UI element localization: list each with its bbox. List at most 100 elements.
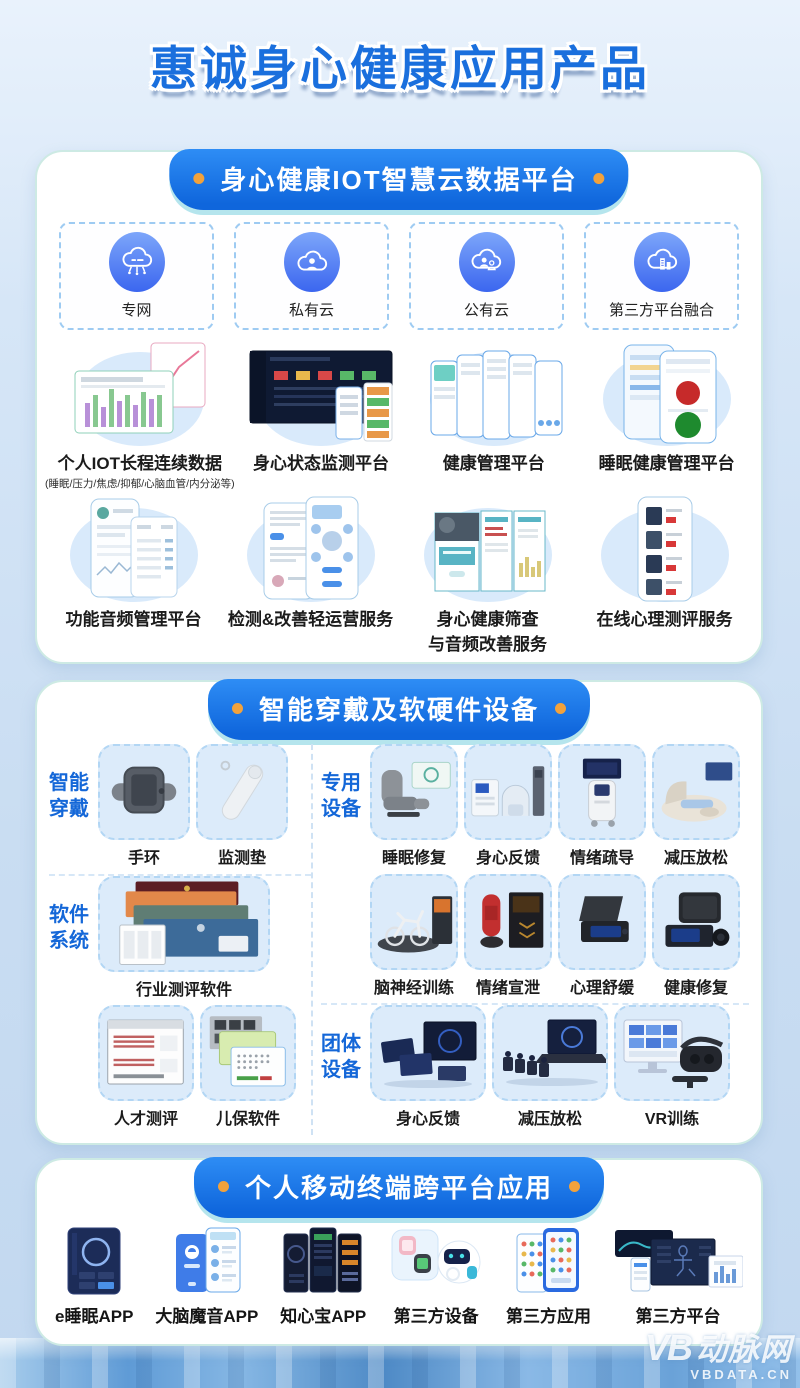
- third-party-device-thumbnail: [391, 1229, 481, 1284]
- product-online-test: 在线心理测评服务: [576, 492, 753, 656]
- psych-soothe-thumbnail: [558, 873, 646, 970]
- panel-mobile-apps: 个人移动终端跨平台应用 e睡眠APP 大脑魔音APP 知心宝APP 第三方设备: [35, 1157, 763, 1346]
- device-sleep-repair: 睡眠修复: [370, 744, 458, 868]
- device-label: 脑神经训练: [373, 979, 454, 997]
- brain-training-thumbnail: [370, 873, 458, 970]
- banner-dot-icon: [193, 173, 205, 184]
- device-emotion-guide: 情绪疏导: [558, 744, 646, 868]
- product-audio-mgmt: 功能音频管理平台: [45, 492, 222, 656]
- app-esleep: e睡眠APP: [55, 1224, 133, 1327]
- special-group-label: 专用设备: [321, 772, 361, 820]
- third-party-platform-thumbnail: [614, 1230, 743, 1292]
- health-mgmt-thumbnail: [430, 350, 563, 440]
- device-industry-software: 行业测评软件: [98, 875, 270, 1000]
- device-label: 情绪宣泄: [475, 979, 540, 997]
- app-label: 知心宝APP: [280, 1307, 367, 1326]
- product-monitor-platform: 身心状态监测平台: [235, 336, 408, 491]
- app-brain-sound: 大脑魔音APP: [155, 1224, 258, 1327]
- special-devices-row-2: 脑神经训练 情绪宣泄 心理舒缓: [321, 873, 749, 1006]
- screening-thumbnail: [434, 510, 545, 592]
- sleep-health-thumbnail: [623, 344, 717, 444]
- software-group-label: 软件系统: [49, 903, 89, 952]
- product-label: 健康管理平台: [442, 454, 545, 473]
- cloud-card-private-cloud: 私有云: [234, 222, 389, 330]
- monitor-platform-thumbnail: [249, 350, 393, 442]
- panel-cloud-platform: 身心健康IOT智慧云数据平台 专网 私有云 公有云: [35, 149, 763, 664]
- app-label: e睡眠APP: [55, 1307, 134, 1326]
- vb-logo: VB: [644, 1327, 693, 1368]
- app-third-platform: 第三方平台: [613, 1224, 743, 1327]
- vbdata-watermark: VB 动脉网 VBDATA.CN: [645, 1324, 792, 1382]
- group-feedback-thumbnail: [370, 1005, 486, 1102]
- devices-body: 智能穿戴 手环 监测垫: [49, 744, 749, 1135]
- banner-dot-icon: [217, 1181, 229, 1192]
- device-label: 行业测评软件: [135, 981, 232, 999]
- software-row-2: 人才测评 儿保软件: [49, 1005, 311, 1135]
- device-label: 减压放松: [663, 850, 728, 867]
- device-decompress-relax: 减压放松: [652, 744, 740, 868]
- product-label-line2: 与音频改善服务: [428, 635, 547, 655]
- cloud-label: 公有云: [463, 302, 509, 319]
- zhixinbao-app-thumbnail: [283, 1227, 362, 1293]
- cloud-row: 专网 私有云 公有云 第三方平台融合: [59, 222, 739, 330]
- group-group-label: 团体设备: [321, 1033, 361, 1082]
- esleep-app-thumbnail: [67, 1227, 121, 1295]
- device-brain-training: 脑神经训练: [370, 873, 458, 998]
- product-label: 睡眠健康管理平台: [598, 454, 735, 473]
- device-label: 健康修复: [663, 979, 728, 997]
- device-label: 人才测评: [113, 1111, 178, 1129]
- device-label: 身心反馈: [475, 850, 540, 867]
- private-network-cloud-icon: [108, 232, 165, 292]
- banner-dot-icon: [569, 1181, 581, 1192]
- product-screening: 身心健康筛查 与音频改善服务: [399, 492, 576, 656]
- app-zhixinbao: 知心宝APP: [280, 1224, 366, 1327]
- industry-software-thumbnail: [98, 875, 270, 972]
- product-sleep-health: 睡眠健康管理平台: [580, 336, 753, 491]
- device-label: 情绪疏导: [569, 850, 634, 867]
- city-skyline-strip: [0, 1338, 800, 1388]
- device-label: 手环: [127, 850, 160, 867]
- decompress-relax-thumbnail: [652, 744, 740, 840]
- wearable-group-label: 智能穿戴: [49, 772, 89, 820]
- product-health-mgmt: 健康管理平台: [407, 336, 580, 491]
- platform-row-2: 功能音频管理平台 检测&改善轻运营服务 身心健康筛查 与音频改善服务 在线心理: [45, 492, 753, 656]
- section1-title: 身心健康IOT智慧云数据平台: [220, 165, 578, 195]
- device-group-relax: 减压放松: [492, 1005, 608, 1129]
- product-label: 身心健康筛查: [436, 610, 539, 629]
- devices-left-column: 智能穿戴 手环 监测垫: [49, 744, 311, 1135]
- software-row: 软件系统 行业测评软件: [49, 875, 311, 1006]
- cloud-card-third-party-fusion: 第三方平台融合: [584, 222, 739, 330]
- watermark-site: VBDATA.CN: [690, 1367, 792, 1382]
- group-relax-thumbnail: [492, 1005, 608, 1102]
- device-health-repair: 健康修复: [652, 873, 740, 998]
- device-label: 减压放松: [517, 1111, 582, 1129]
- product-iot-data: 个人IOT长程连续数据 (睡眠/压力/焦虑/抑郁/心脑血管/内分泌等): [45, 336, 235, 491]
- panel-devices: 智能穿戴及软硬件设备 智能穿戴 手环: [35, 679, 763, 1145]
- device-emotion-vent: 情绪宣泄: [464, 873, 552, 998]
- banner-dot-icon: [555, 703, 567, 714]
- vr-training-thumbnail: [614, 1005, 730, 1102]
- monitor-pad-thumbnail: [196, 744, 288, 840]
- device-label: 身心反馈: [395, 1111, 460, 1129]
- online-test-thumbnail: [637, 496, 692, 602]
- product-label: 功能音频管理平台: [65, 610, 202, 629]
- device-label: 睡眠修复: [381, 850, 446, 867]
- section2-title: 智能穿戴及软硬件设备: [258, 695, 540, 725]
- product-sublabel: (睡眠/压力/焦虑/抑郁/心脑血管/内分泌等): [45, 478, 235, 491]
- emotion-guide-thumbnail: [558, 744, 646, 840]
- product-detect-improve: 检测&改善轻运营服务: [222, 492, 399, 656]
- wearable-row: 智能穿戴 手环 监测垫: [49, 744, 311, 876]
- cloud-label: 第三方平台融合: [608, 302, 714, 319]
- cloud-card-public-cloud: 公有云: [409, 222, 564, 330]
- app-label: 第三方应用: [506, 1307, 592, 1326]
- device-label: 儿保软件: [215, 1111, 280, 1129]
- health-repair-thumbnail: [652, 873, 740, 970]
- section3-banner: 个人移动终端跨平台应用: [193, 1157, 605, 1218]
- product-label: 身心状态监测平台: [252, 454, 389, 473]
- app-label: 第三方设备: [393, 1307, 479, 1326]
- section1-banner: 身心健康IOT智慧云数据平台: [169, 149, 629, 210]
- public-cloud-icon: [458, 232, 515, 292]
- iot-data-thumbnail: [74, 342, 206, 434]
- product-label: 检测&改善轻运营服务: [227, 610, 394, 629]
